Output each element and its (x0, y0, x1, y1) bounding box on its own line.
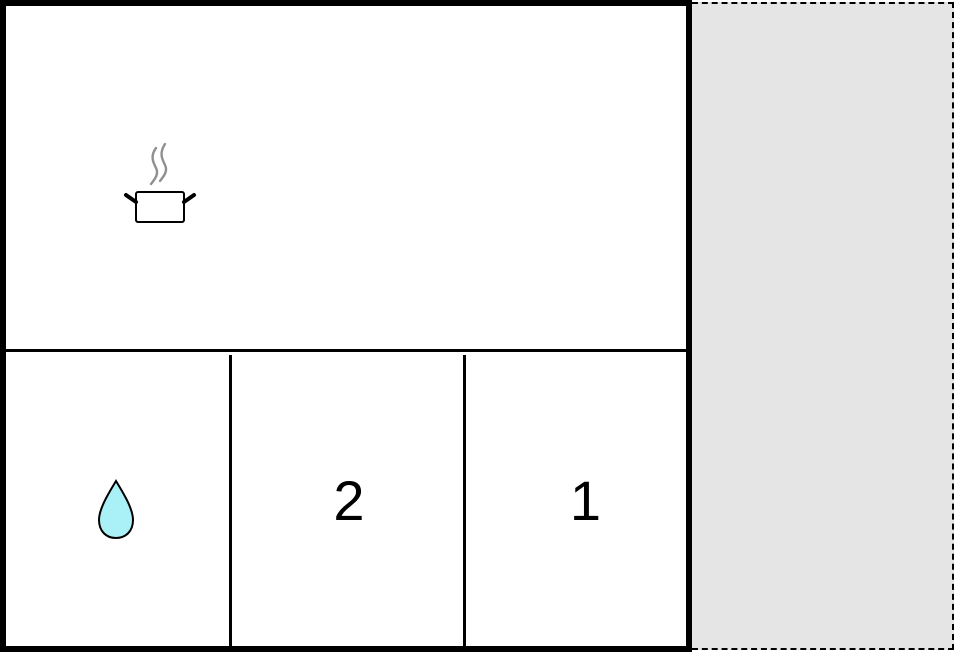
room-1: 1 (469, 355, 686, 646)
annex-area (692, 2, 954, 650)
kitchen-room (6, 6, 686, 352)
room-2-label: 2 (333, 468, 365, 532)
cooking-pot-icon (124, 142, 196, 223)
room-2: 2 (235, 355, 466, 646)
room-1-label: 1 (569, 468, 602, 532)
bathroom-room (6, 355, 232, 646)
water-drop-icon (97, 478, 134, 539)
